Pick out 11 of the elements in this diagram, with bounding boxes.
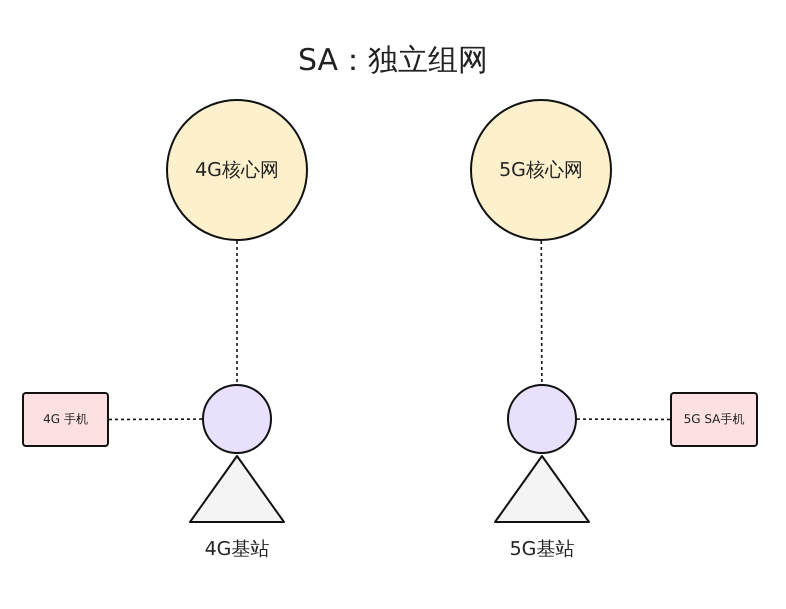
dotted-connector: [577, 418, 670, 420]
core-network-circle: 5G核心网: [470, 99, 612, 241]
dotted-connector: [236, 241, 238, 384]
phone-box: 5G SA手机: [670, 392, 758, 447]
phone-box: 4G 手机: [22, 392, 109, 447]
dotted-connector: [540, 241, 543, 384]
diagram-title: SA：独立组网: [296, 42, 490, 80]
base-station-label: 4G基站: [204, 537, 270, 562]
base-station-label: 5G基站: [508, 537, 576, 562]
dotted-connector: [109, 418, 202, 420]
core-network-circle: 4G核心网: [166, 99, 308, 241]
